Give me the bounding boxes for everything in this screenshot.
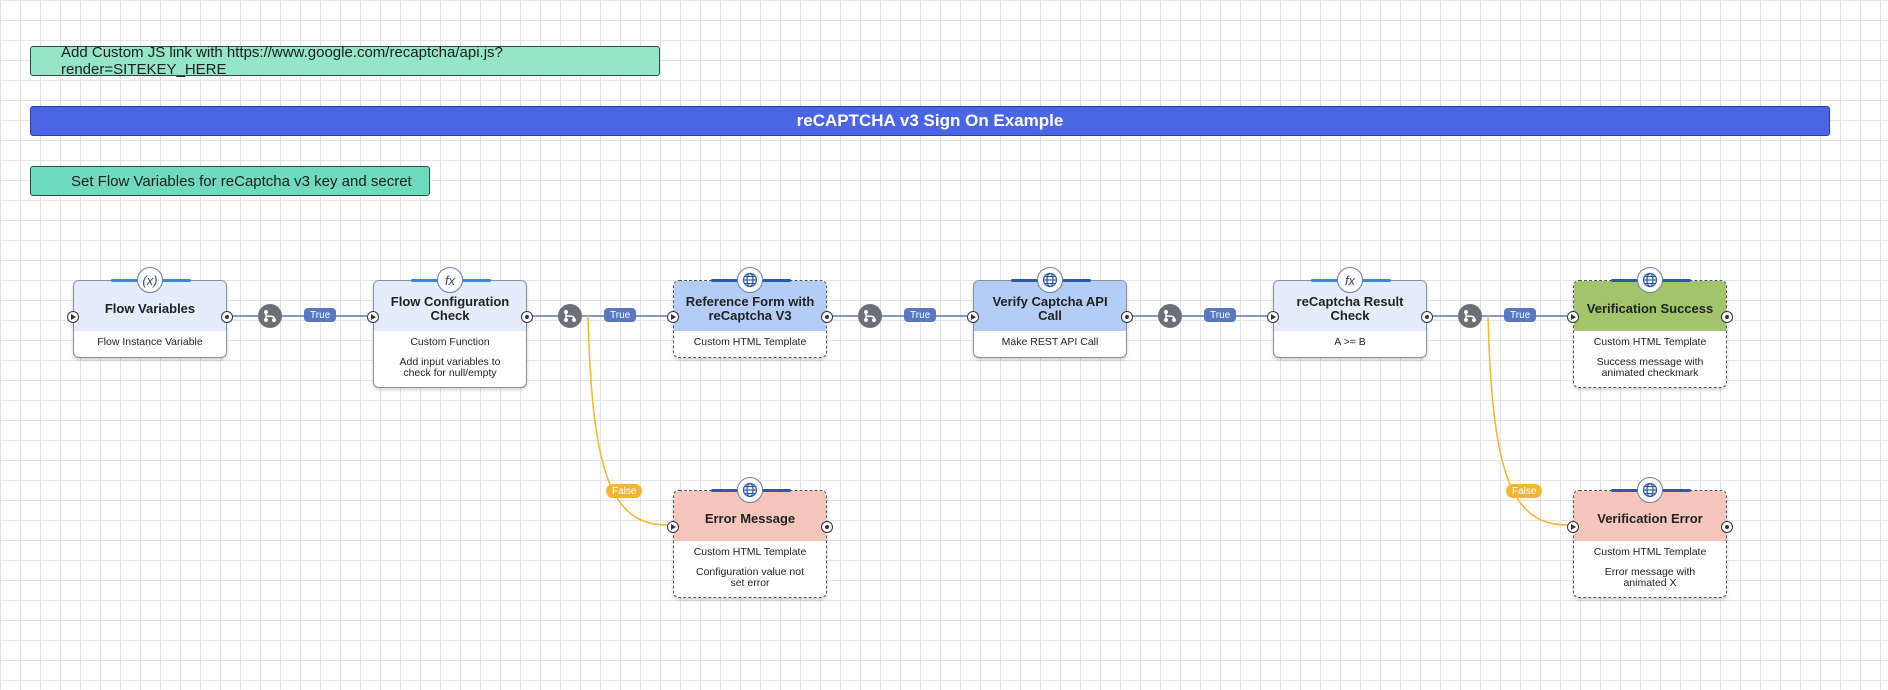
branch-icon[interactable] xyxy=(558,304,582,328)
branch-icon[interactable] xyxy=(258,304,282,328)
false-label: False xyxy=(606,484,643,498)
output-port[interactable] xyxy=(821,521,833,533)
node-title: Verify Captcha API Call xyxy=(974,281,1126,331)
function-icon: fx xyxy=(437,267,463,293)
node-subtitle: Custom HTML Template xyxy=(1593,546,1707,558)
output-port[interactable] xyxy=(1721,311,1733,323)
branch-icon[interactable] xyxy=(858,304,882,328)
output-port[interactable] xyxy=(1121,311,1133,323)
node-subtitle: Custom HTML Template xyxy=(693,336,807,348)
input-port[interactable] xyxy=(367,311,379,323)
node-description: Success message with animated checkmark xyxy=(1596,356,1704,379)
output-port[interactable] xyxy=(1721,521,1733,533)
globe-icon xyxy=(737,477,763,503)
node-result-check[interactable]: fx reCaptcha Result Check A >= B xyxy=(1267,267,1433,358)
false-edge-result[interactable] xyxy=(1487,315,1568,526)
true-label: True xyxy=(304,308,337,322)
node-flow-configuration-check[interactable]: fx Flow Configuration Check Custom Funct… xyxy=(367,267,533,388)
node-reference-form[interactable]: Reference Form with reCaptcha V3 Custom … xyxy=(667,267,833,358)
branch-icon[interactable] xyxy=(1458,304,1482,328)
branch-icon[interactable] xyxy=(1158,304,1182,328)
node-title: Reference Form with reCaptcha V3 xyxy=(674,281,826,331)
input-port[interactable] xyxy=(67,311,79,323)
true-label: True xyxy=(1204,308,1237,322)
flow-vars-note[interactable]: Set Flow Variables for reCaptcha v3 key … xyxy=(30,166,430,196)
node-subtitle: Flow Instance Variable xyxy=(97,336,203,348)
node-flow-variables[interactable]: (x) Flow Variables Flow Instance Variabl… xyxy=(67,267,233,358)
globe-icon xyxy=(1637,477,1663,503)
node-subtitle: Make REST API Call xyxy=(1001,336,1099,348)
variable-icon: (x) xyxy=(137,267,163,293)
true-label: True xyxy=(904,308,937,322)
page-title-banner[interactable]: reCAPTCHA v3 Sign On Example xyxy=(30,106,1830,136)
node-subtitle: A >= B xyxy=(1334,336,1366,348)
input-port[interactable] xyxy=(667,521,679,533)
input-port[interactable] xyxy=(1567,311,1579,323)
false-label: False xyxy=(1506,484,1543,498)
page-title: reCAPTCHA v3 Sign On Example xyxy=(796,111,1064,130)
node-description: Add input variables to check for null/em… xyxy=(399,356,501,379)
globe-icon xyxy=(1037,267,1063,293)
node-verification-success[interactable]: Verification Success Custom HTML Templat… xyxy=(1567,267,1733,388)
node-description: Configuration value not set error xyxy=(696,566,804,589)
node-subtitle: Custom HTML Template xyxy=(693,546,807,558)
input-port[interactable] xyxy=(967,311,979,323)
true-label: True xyxy=(1504,308,1537,322)
node-subtitle: Custom Function xyxy=(410,336,490,348)
node-description: Error message with animated X xyxy=(1604,566,1696,589)
flow-vars-note-text: Set Flow Variables for reCaptcha v3 key … xyxy=(71,172,412,190)
input-port[interactable] xyxy=(1567,521,1579,533)
function-icon: fx xyxy=(1337,267,1363,293)
output-port[interactable] xyxy=(521,311,533,323)
node-verification-error[interactable]: Verification Error Custom HTML Template … xyxy=(1567,477,1733,598)
output-port[interactable] xyxy=(821,311,833,323)
input-port[interactable] xyxy=(667,311,679,323)
input-port[interactable] xyxy=(1267,311,1279,323)
globe-icon xyxy=(737,267,763,293)
custom-js-note-text: Add Custom JS link with https://www.goog… xyxy=(61,44,503,78)
output-port[interactable] xyxy=(221,311,233,323)
globe-icon xyxy=(1637,267,1663,293)
node-verify-captcha[interactable]: Verify Captcha API Call Make REST API Ca… xyxy=(967,267,1133,358)
true-label: True xyxy=(604,308,637,322)
false-edge-config[interactable] xyxy=(587,315,668,526)
node-subtitle: Custom HTML Template xyxy=(1593,336,1707,348)
custom-js-note[interactable]: Add Custom JS link with https://www.goog… xyxy=(30,44,660,78)
node-error-message[interactable]: Error Message Custom HTML Template Confi… xyxy=(667,477,833,598)
output-port[interactable] xyxy=(1421,311,1433,323)
